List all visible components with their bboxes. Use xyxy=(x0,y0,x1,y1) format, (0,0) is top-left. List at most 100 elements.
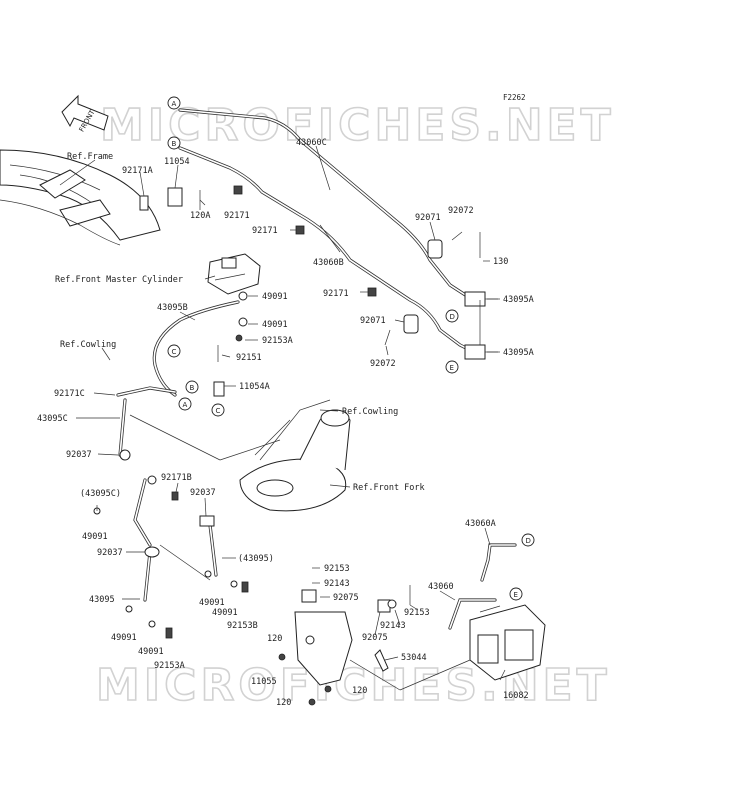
svg-text:E: E xyxy=(450,364,454,372)
label-11054a: 11054A xyxy=(239,382,270,392)
marker-c-left: C xyxy=(167,344,181,358)
label-11055: 11055 xyxy=(251,677,277,687)
marker-d-bottom: D xyxy=(521,533,535,547)
brake-line-43060c xyxy=(178,108,472,300)
clamp-92071-upper xyxy=(427,239,443,259)
label-49091-4: 49091 xyxy=(199,598,225,608)
frame-reference-drawing xyxy=(0,149,161,246)
master-cylinder-drawing xyxy=(207,253,261,301)
marker-e-right: E xyxy=(445,360,459,374)
hose-43095c-lower xyxy=(133,478,152,547)
brake-line-43060a xyxy=(480,543,517,582)
label-92151: 92151 xyxy=(236,353,262,363)
label-43060b: 43060B xyxy=(313,258,344,268)
label-120a: 120A xyxy=(190,211,210,221)
hose-43095b xyxy=(152,300,240,397)
label-ref-cowling-1: Ref.Cowling xyxy=(60,340,116,350)
label-43060c: 43060C xyxy=(296,138,327,148)
clamp-92171-top xyxy=(233,185,243,195)
label-43095b: 43095B xyxy=(157,303,188,313)
label-ref-front-master-cylinder: Ref.Front Master Cylinder xyxy=(55,275,183,285)
label-43095c: 43095C xyxy=(37,414,68,424)
clamp-92171a xyxy=(139,195,149,211)
label-92075-1: 92075 xyxy=(333,593,359,603)
brake-line-43060b xyxy=(178,146,472,352)
svg-text:B: B xyxy=(190,384,195,392)
label-92171-3: 92171 xyxy=(323,289,349,299)
label-43095a-1: 43095A xyxy=(503,295,534,305)
label-43095a-2: 43095A xyxy=(503,348,534,358)
marker-e-bottom: E xyxy=(509,587,523,601)
svg-text:A: A xyxy=(183,401,188,409)
label-92153a-1: 92153A xyxy=(262,336,293,346)
label-92143-2: 92143 xyxy=(380,621,406,631)
label-ref-cowling-2: Ref.Cowling xyxy=(342,407,398,417)
figure-number: F2262 xyxy=(503,93,526,102)
bracket-11054 xyxy=(167,187,183,207)
label-92171-1: 92171 xyxy=(224,211,250,221)
svg-text:A: A xyxy=(172,100,177,108)
svg-text:E: E xyxy=(514,591,518,599)
hose-43095-lower xyxy=(143,550,152,602)
label-130: 130 xyxy=(493,257,508,267)
label-16082: 16082 xyxy=(503,691,529,701)
label-120-2: 120 xyxy=(352,686,367,696)
label-92143-1: 92143 xyxy=(324,579,350,589)
front-fork-drawing xyxy=(239,399,351,512)
watermark-top: MICROFICHES.NET xyxy=(100,100,615,151)
label-92037-3: 92037 xyxy=(97,548,123,558)
label-92171c: 92171C xyxy=(54,389,85,399)
marker-b-left: B xyxy=(185,380,199,394)
label-92153-1: 92153 xyxy=(324,564,350,574)
marker-c-mid: C xyxy=(211,403,225,417)
label-43095-paren: (43095) xyxy=(238,554,274,564)
label-120-1: 120 xyxy=(267,634,282,644)
label-43060a: 43060A xyxy=(465,519,496,529)
label-ref-front-fork: Ref.Front Fork xyxy=(353,483,425,493)
label-92037-1: 92037 xyxy=(66,450,92,460)
svg-text:D: D xyxy=(526,537,531,545)
label-92071-2: 92071 xyxy=(360,316,386,326)
label-92171-2: 92171 xyxy=(252,226,278,236)
label-43095c-paren: (43095C) xyxy=(80,489,121,499)
label-43060: 43060 xyxy=(428,582,454,592)
leader-lines xyxy=(59,145,506,681)
label-49091-2: 49091 xyxy=(262,320,288,330)
label-ref-frame: Ref.Frame xyxy=(67,152,113,162)
label-92153-2: 92153 xyxy=(404,608,430,618)
label-92075-2: 92075 xyxy=(362,633,388,643)
label-49091-5: 49091 xyxy=(212,608,238,618)
marker-b-top: B xyxy=(167,136,181,150)
label-49091-3: 49091 xyxy=(82,532,108,542)
marker-a-top: A xyxy=(167,96,181,110)
marker-d-right: D xyxy=(445,309,459,323)
pin-92072-lower xyxy=(384,329,391,346)
marker-a-left: A xyxy=(178,397,192,411)
label-92072-2: 92072 xyxy=(370,359,396,369)
label-43095: 43095 xyxy=(89,595,115,605)
reference-dashes xyxy=(129,300,481,691)
label-11054: 11054 xyxy=(164,157,190,167)
svg-text:C: C xyxy=(216,407,221,415)
label-92171b: 92171B xyxy=(161,473,192,483)
hose-43095-right xyxy=(208,523,218,577)
label-92072-1: 92072 xyxy=(448,206,474,216)
part-labels: Ref.Frame 92171A 11054 120A 92171 43060C… xyxy=(37,138,534,708)
small-parts xyxy=(93,317,411,706)
clamp-92171-right xyxy=(367,287,377,297)
bracket-11055 xyxy=(294,589,353,686)
brake-line-43060 xyxy=(448,598,497,630)
svg-text:B: B xyxy=(172,140,177,148)
label-49091-1: 49091 xyxy=(262,292,288,302)
label-92171a: 92171A xyxy=(122,166,153,176)
label-49091-6: 49091 xyxy=(111,633,137,643)
label-92153a-2: 92153A xyxy=(154,661,185,671)
label-53044: 53044 xyxy=(401,653,427,663)
label-49091-7: 49091 xyxy=(138,647,164,657)
label-120-3: 120 xyxy=(276,698,291,708)
label-92153b: 92153B xyxy=(227,621,258,631)
svg-text:C: C xyxy=(172,348,177,356)
clamp-92171-middle xyxy=(295,225,305,235)
label-92071-1: 92071 xyxy=(415,213,441,223)
